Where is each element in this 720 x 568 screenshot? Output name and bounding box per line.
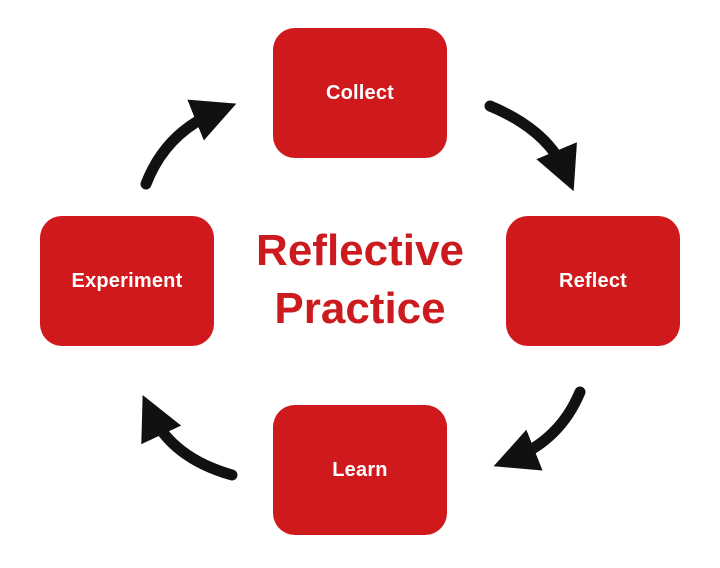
step-learn-label: Learn	[332, 458, 388, 481]
step-reflect-label: Reflect	[558, 269, 628, 292]
step-reflect: Reflect	[506, 216, 680, 346]
arrow-reflect-to-learn	[493, 386, 586, 471]
step-learn: Learn	[273, 405, 447, 535]
arrow-experiment-to-collect	[140, 99, 237, 190]
arrow-learn-to-experiment	[141, 395, 238, 481]
center-title: Reflective Practice	[220, 222, 500, 338]
center-title-line1: Reflective	[256, 226, 464, 275]
arrow-collect-to-reflect	[484, 100, 577, 192]
step-collect-label: Collect	[325, 81, 395, 104]
step-collect: Collect	[273, 28, 447, 158]
step-experiment: Experiment	[40, 216, 214, 346]
center-title-line2: Practice	[274, 284, 446, 333]
step-experiment-label: Experiment	[71, 269, 183, 292]
